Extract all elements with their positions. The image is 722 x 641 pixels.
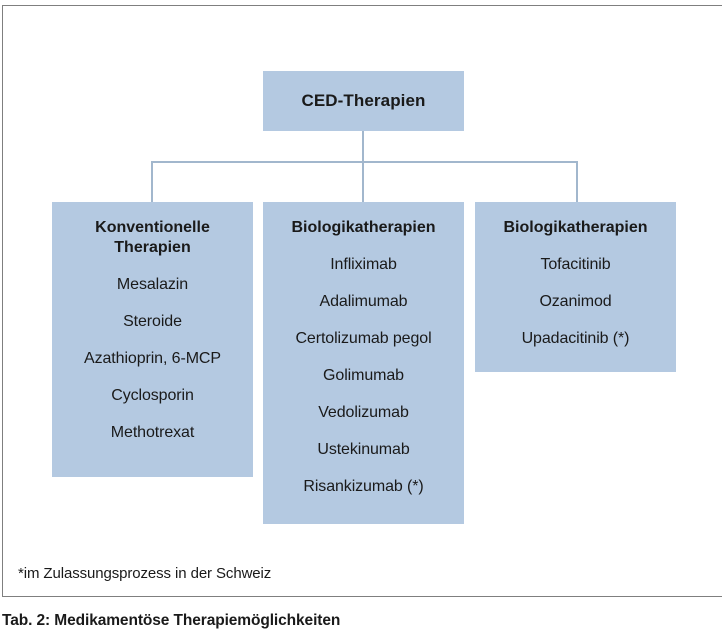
therapy-item: Golimumab bbox=[323, 366, 404, 384]
connector-horizontal bbox=[151, 161, 578, 163]
therapy-item: Ozanimod bbox=[539, 292, 612, 310]
column-item-list: Infliximab Adalimumab Certolizumab pegol… bbox=[263, 246, 464, 505]
column-konventionelle-therapien: Konventionelle Therapien Mesalazin Stero… bbox=[52, 202, 253, 477]
connector-drop-left bbox=[151, 162, 153, 202]
footnote: *im Zulassungsprozess in der Schweiz bbox=[18, 565, 272, 582]
therapy-item: Risankizumab (*) bbox=[303, 477, 424, 495]
column-header: Biologikatherapien bbox=[291, 219, 436, 236]
therapy-item: Mesalazin bbox=[116, 275, 189, 293]
connector-stem-middle bbox=[362, 131, 364, 202]
therapy-item: Methotrexat bbox=[110, 423, 195, 441]
therapy-item: Vedolizumab bbox=[318, 403, 409, 421]
column-biologikatherapien-2: Biologikatherapien Tofacitinib Ozanimod … bbox=[475, 202, 676, 372]
root-node-label: CED-Therapien bbox=[301, 91, 426, 110]
connector-drop-right bbox=[576, 162, 578, 202]
therapy-item: Adalimumab bbox=[319, 292, 408, 310]
therapy-item: Infliximab bbox=[330, 255, 397, 273]
column-biologikatherapien-1: Biologikatherapien Infliximab Adalimumab… bbox=[263, 202, 464, 524]
column-header: Biologikatherapien bbox=[503, 219, 648, 236]
therapy-item: Tofacitinib bbox=[540, 255, 611, 273]
column-item-list: Mesalazin Steroide Azathioprin, 6-MCP Cy… bbox=[52, 266, 253, 451]
therapy-item: Ustekinumab bbox=[317, 440, 410, 458]
therapy-item: Upadacitinib (*) bbox=[521, 329, 630, 347]
table-caption: Tab. 2: Medikamentöse Therapiemöglichkei… bbox=[2, 612, 341, 629]
column-header: Konventionelle Therapien bbox=[95, 219, 210, 256]
column-item-list: Tofacitinib Ozanimod Upadacitinib (*) bbox=[475, 246, 676, 357]
root-node-ced-therapien: CED-Therapien bbox=[263, 71, 464, 131]
therapy-item: Cyclosporin bbox=[111, 386, 194, 404]
therapy-item: Azathioprin, 6-MCP bbox=[84, 349, 221, 367]
therapy-item: Certolizumab pegol bbox=[295, 329, 432, 347]
therapy-item: Steroide bbox=[123, 312, 182, 330]
